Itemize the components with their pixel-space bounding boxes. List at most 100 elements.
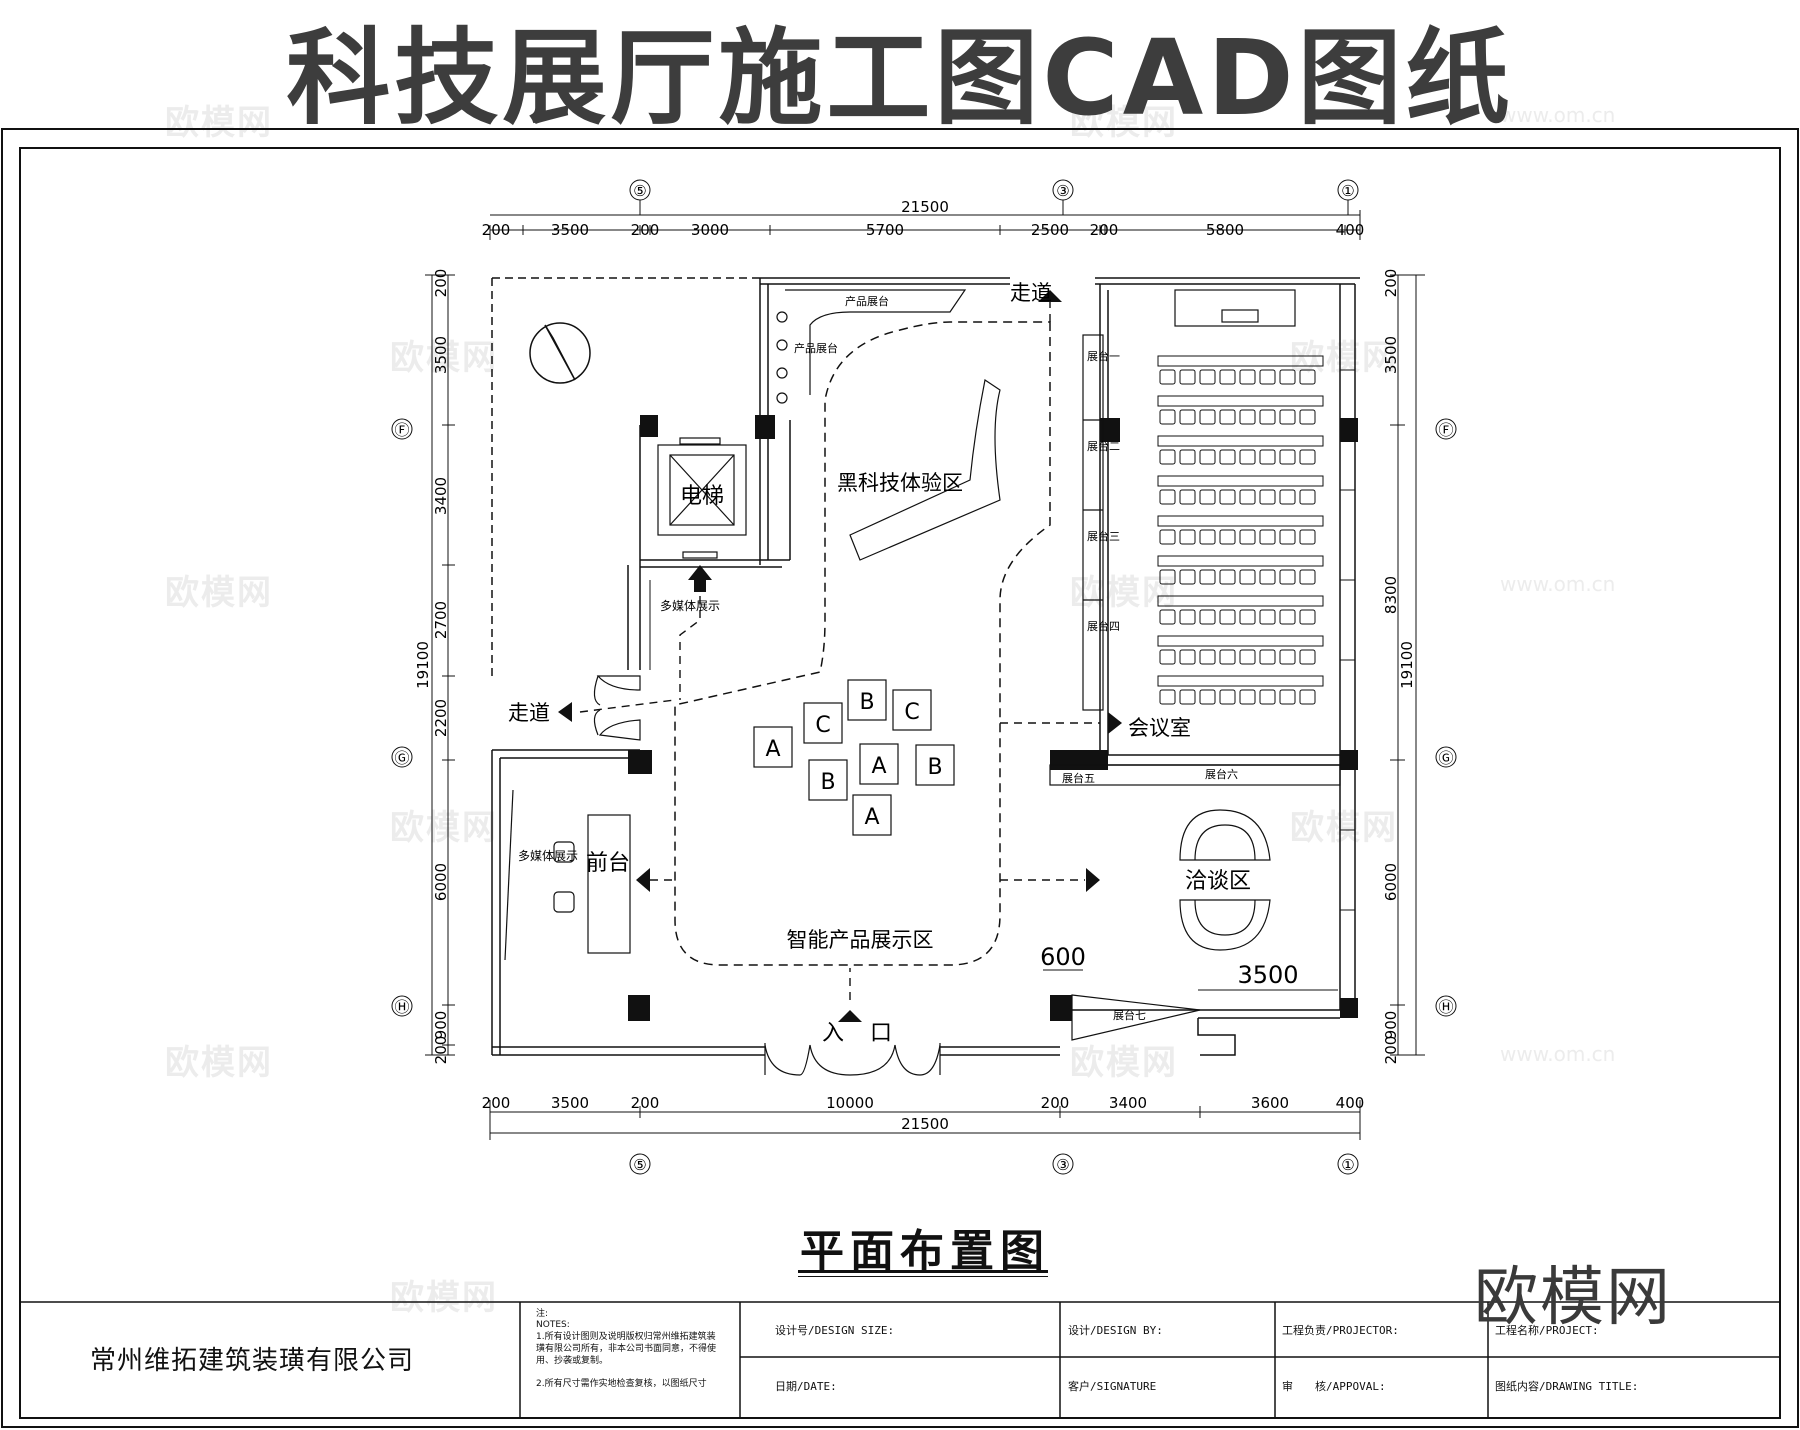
chair-icon [1259, 369, 1276, 385]
left-total-dim: 19100 [414, 641, 432, 689]
chair-icon [1179, 609, 1196, 625]
axis-right [1435, 418, 1457, 1017]
product-stage-vertical-label: 产品展台 [794, 341, 838, 355]
chair-icon [1199, 409, 1216, 425]
black-tech-zone-label: 黑科技体验区 [837, 471, 963, 495]
chair-icon [1159, 369, 1176, 385]
chair-icon [1179, 569, 1196, 585]
chair-icon [1199, 609, 1216, 625]
corridor-left-arrow-icon [558, 702, 572, 722]
chair-icon [1159, 449, 1176, 465]
seat-table [1157, 635, 1324, 647]
dim-label: 200 [631, 1094, 660, 1112]
chair-icon [1199, 449, 1216, 465]
chair-icon [1279, 489, 1296, 505]
dim-label: 200 [1090, 221, 1119, 239]
corridor-left-label: 走道 [508, 701, 550, 725]
display-box-label: A [871, 754, 886, 779]
display-box-label: C [904, 700, 919, 725]
corridor-top-label: 走道 [1010, 281, 1052, 305]
chair-icon [1299, 569, 1316, 585]
chair-icon [1279, 409, 1296, 425]
top-dimensions [489, 210, 1361, 240]
multimedia-label-2: 多媒体展示 [518, 849, 578, 863]
stage-7-label: 展台七 [1113, 1008, 1146, 1022]
stage-5-label: 展台五 [1062, 771, 1095, 785]
watermark-url: www.om.cn [1500, 103, 1616, 127]
chair-icon [1299, 449, 1316, 465]
entrance-label-left: 入 [822, 1021, 844, 1046]
corridor-door [593, 675, 641, 741]
dim-label: 3500 [432, 336, 450, 374]
chair-icon [1199, 529, 1216, 545]
chair-icon [1219, 529, 1236, 545]
display-box [803, 702, 843, 744]
chair-icon [1159, 409, 1176, 425]
dim-label: 3400 [432, 477, 450, 515]
approval-field: 审 核/APPOVAL: [1282, 1380, 1386, 1393]
stage-4-label: 展台四 [1087, 619, 1120, 633]
chair-icon [1159, 649, 1176, 665]
chair-icon [1199, 649, 1216, 665]
chair-icon [1299, 529, 1316, 545]
chair-icon [1159, 609, 1176, 625]
north-compass-icon [529, 322, 591, 384]
dim-label: 200 [1382, 269, 1400, 298]
chair-icon [1179, 369, 1196, 385]
page-title: 科技展厅施工图CAD图纸 [286, 17, 1514, 139]
display-box-label: B [859, 690, 874, 715]
chair-icon [1239, 609, 1256, 625]
chair-icon [1199, 689, 1216, 705]
meeting-room-label: 会议室 [1128, 716, 1191, 740]
display-boxes [753, 679, 955, 836]
chair-icon [1219, 489, 1236, 505]
watermark-url: www.om.cn [1500, 1042, 1616, 1066]
dim-label: 900 [1382, 1011, 1400, 1040]
chair-icon [1259, 449, 1276, 465]
axis-label-top: ① [1341, 182, 1354, 200]
stage-1-label: 展台一 [1087, 349, 1120, 363]
left-dimensions [425, 274, 455, 1056]
note-2: 2.所有尺寸需作实地检查复核，以图纸尺寸 [536, 1379, 707, 1389]
chair-icon [1299, 369, 1316, 385]
front-desk [504, 789, 631, 961]
chair-icon [1199, 489, 1216, 505]
dim-label: 200 [432, 269, 450, 298]
axis-label-right: Ⓕ [1438, 421, 1453, 439]
multimedia-label-1: 多媒体展示 [660, 599, 720, 613]
chair-icon [1199, 569, 1216, 585]
axis-bottom [629, 1153, 1359, 1175]
chair-icon [1159, 569, 1176, 585]
chair-icon [1299, 649, 1316, 665]
product-stage-top-label: 产品展台 [845, 294, 889, 308]
note-1: 1.所有设计图则及说明版权归常州维拓建筑装璜有限公司所有，非本公司书面同意，不得… [536, 1332, 717, 1366]
stage-3-label: 展台三 [1087, 529, 1120, 543]
notes-heading-en: NOTES: [536, 1320, 570, 1330]
chair-icon [1179, 449, 1196, 465]
axis-label-top: ⑤ [633, 182, 646, 200]
chair-icon [1219, 369, 1236, 385]
sheet-inner-border [19, 147, 1781, 1419]
signature-field: 客户/SIGNATURE [1068, 1380, 1157, 1393]
right-dimensions [1390, 274, 1425, 1056]
bottom-dimensions [489, 1100, 1361, 1140]
seat-table [1157, 675, 1324, 687]
dim-label: 400 [1336, 1094, 1365, 1112]
dim-label: 3500 [1382, 336, 1400, 374]
chair-icon [1279, 369, 1296, 385]
dim-label: 3500 [551, 221, 589, 239]
dim-label: 2700 [432, 601, 450, 639]
chair-icon [1159, 689, 1176, 705]
display-box-label: B [820, 770, 835, 795]
building-walls [491, 277, 1360, 1056]
chair-icon [1279, 449, 1296, 465]
dim-label: 3600 [1251, 1094, 1289, 1112]
negotiation-arrow-icon [1086, 868, 1100, 892]
dim-label: 200 [631, 221, 660, 239]
chair-icon [1219, 649, 1236, 665]
dim-label: 2200 [432, 699, 450, 737]
axis-label-bottom: ⑤ [633, 1156, 646, 1174]
seat-table [1157, 515, 1324, 527]
bottom-total-dim: 21500 [901, 1115, 949, 1133]
